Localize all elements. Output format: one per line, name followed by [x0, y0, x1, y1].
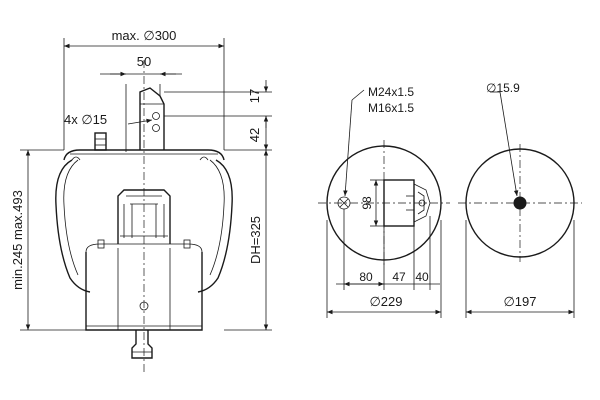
top-plan-view: M24x1.5 M16x1.5 98 80 47 40 ∅229 [318, 85, 450, 318]
offset-80-label: 80 [359, 270, 373, 284]
top-plate-diameter-label: ∅229 [369, 294, 402, 309]
max-diameter-label: max. ∅300 [112, 28, 177, 43]
bracket-hole-upper [152, 112, 160, 120]
thread-2-label: M16x1.5 [368, 101, 414, 115]
side-view: max. ∅300 50 4x ∅15 17 42 DH=325 min.245… [10, 28, 272, 372]
offset-40-label: 40 [415, 270, 429, 284]
design-height-label: DH=325 [248, 216, 263, 264]
height-range-label: min.245 max.493 [10, 190, 25, 290]
bracket-height-label: 98 [360, 196, 374, 210]
mounting-bracket [139, 87, 165, 150]
offset-bottom-label: 42 [247, 128, 262, 142]
piston [85, 252, 203, 331]
center-hole [513, 196, 527, 210]
offset-47-label: 47 [392, 270, 406, 284]
center-hole-label: ∅15.9 [486, 81, 520, 95]
bottom-stud [131, 330, 153, 359]
bracket-spacing-label: 50 [137, 54, 151, 69]
bump-stop [117, 189, 171, 244]
top-plate [63, 149, 225, 161]
bottom-plate-diameter-label: ∅197 [503, 294, 536, 309]
bottom-plan-view: ∅15.9 ∅197 [458, 81, 582, 318]
piston-hole [139, 301, 149, 311]
bracket-outline [383, 179, 415, 227]
bracket-hole-lower [152, 124, 160, 132]
thread-1-label: M24x1.5 [368, 85, 414, 99]
holes-label: 4x ∅15 [64, 112, 107, 127]
air-fitting [94, 132, 107, 151]
rubber-bellow [55, 159, 233, 293]
offset-top-label: 17 [247, 89, 262, 103]
